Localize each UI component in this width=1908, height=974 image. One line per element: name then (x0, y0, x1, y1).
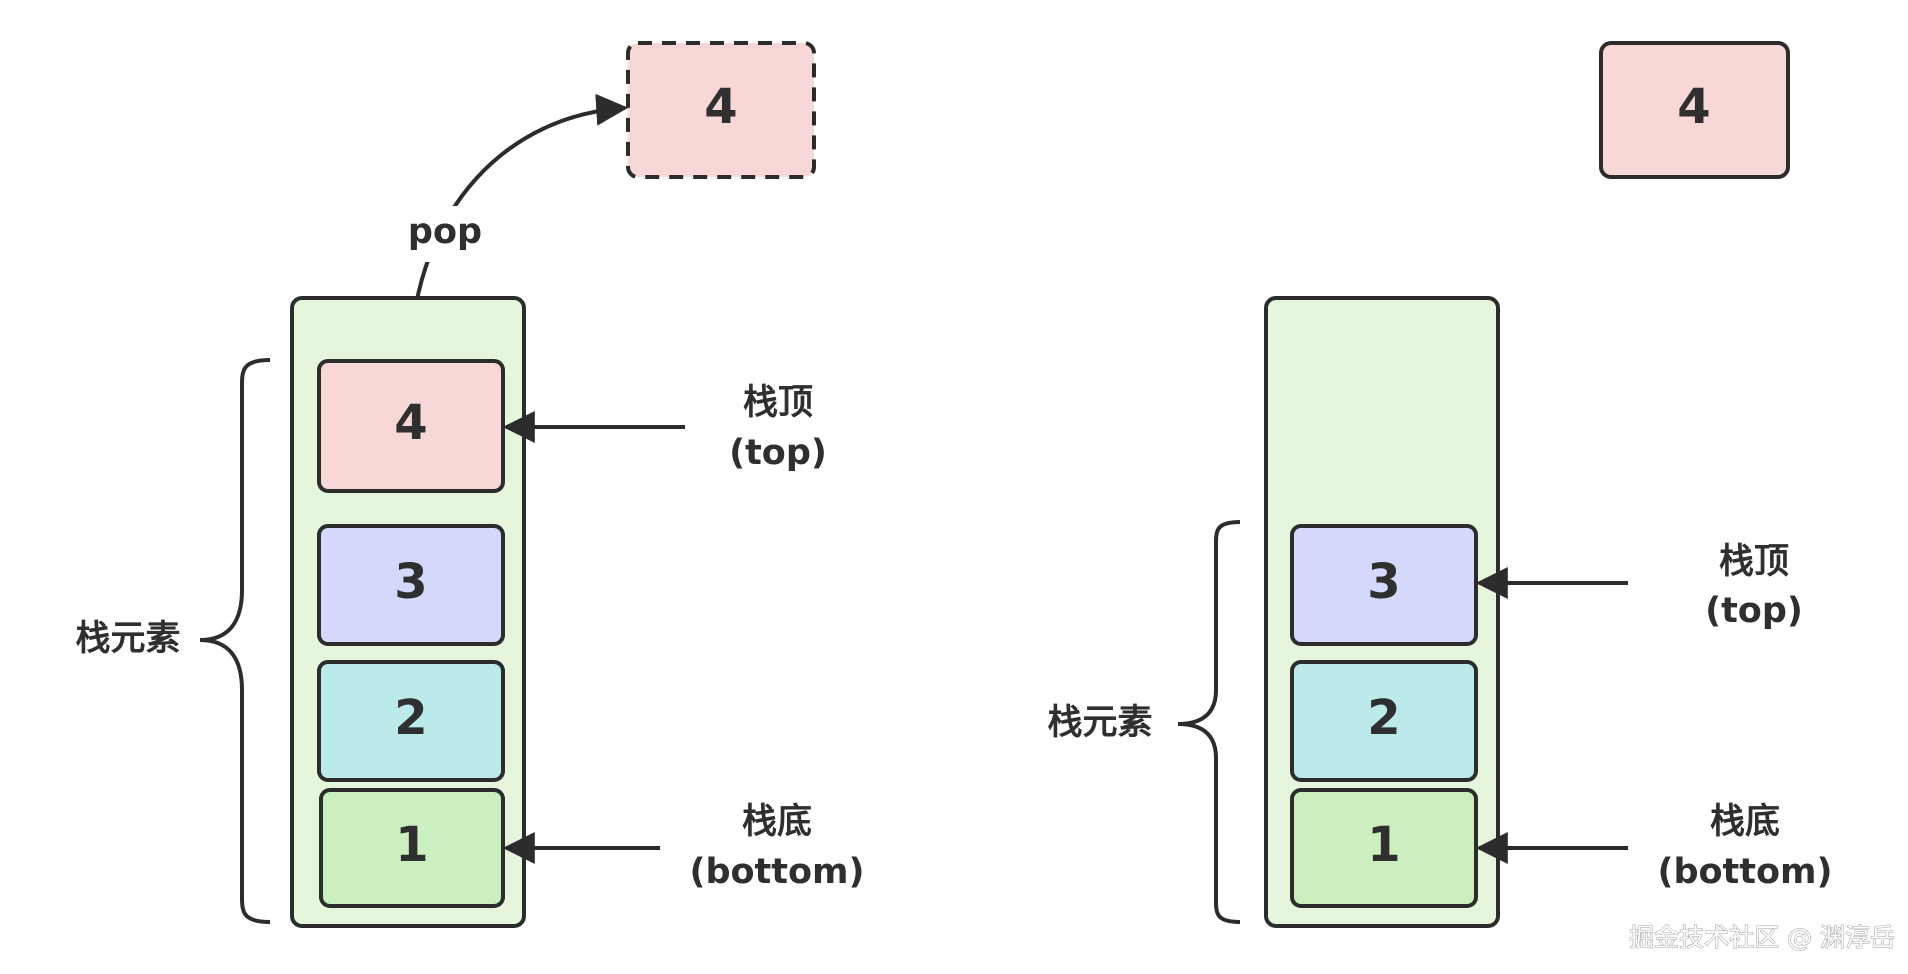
right-stack-item-2 (1290, 660, 1478, 782)
left-stack-item-1-value: 1 (395, 817, 428, 873)
watermark-text: 掘金技术社区 @ 渊淳岳 (1629, 923, 1895, 952)
left-stack-item-3-value: 3 (394, 554, 427, 610)
right-stack-item-2-value: 2 (1367, 690, 1400, 746)
left-top-label: 栈顶 (743, 383, 813, 423)
right-bottom-label: 栈底 (1710, 802, 1780, 842)
right-top-label: 栈顶 (1719, 542, 1789, 582)
left-stack-item-3 (317, 524, 505, 646)
right-stack-item-1-value: 1 (1367, 817, 1400, 873)
right-elements-label: 栈元素 (1047, 703, 1152, 743)
left-elements-brace (199, 358, 271, 924)
result-item-value: 4 (1677, 79, 1710, 135)
right-panel: 4 3 2 1 栈元素 栈顶 (top) 栈底 (bottom) (1047, 41, 1833, 928)
popped-item-value: 4 (704, 79, 737, 135)
right-bottom-sublabel: (bottom) (1657, 852, 1832, 892)
left-bottom-label: 栈底 (742, 802, 812, 842)
pop-label: pop (408, 212, 482, 252)
right-top-sublabel: (top) (1705, 591, 1803, 631)
pop-label-bg (390, 206, 485, 262)
left-bottom-sublabel: (bottom) (689, 852, 864, 892)
right-elements-brace (1177, 520, 1241, 924)
left-elements-label: 栈元素 (75, 619, 180, 659)
left-top-sublabel: (top) (729, 433, 827, 473)
left-stack-item-2-value: 2 (394, 690, 427, 746)
left-panel: 4 pop 4 3 2 1 栈元素 栈顶 (top) 栈底 (bottom) (75, 41, 865, 928)
popped-item-box (626, 41, 816, 179)
right-stack-item-3-value: 3 (1367, 554, 1400, 610)
result-item-box (1599, 41, 1790, 179)
left-stack-item-4-value: 4 (394, 395, 427, 451)
left-stack-item-2 (317, 660, 505, 782)
